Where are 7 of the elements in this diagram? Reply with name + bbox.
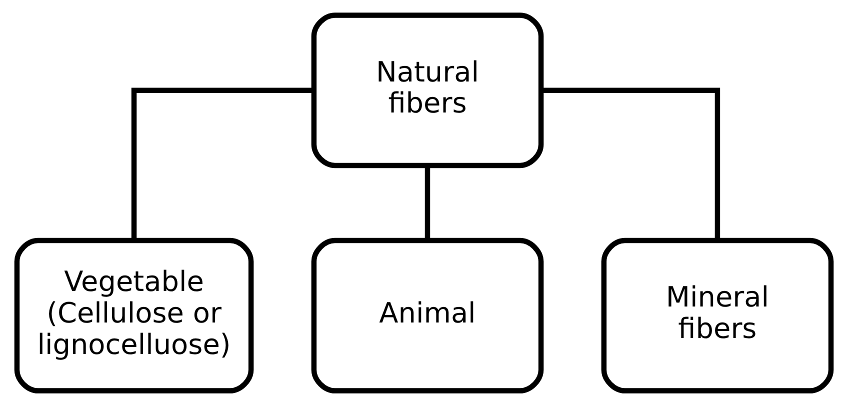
node-box: Natural fibers: [311, 12, 544, 168]
node-box: Mineral fibers: [601, 238, 834, 394]
connector: [424, 166, 430, 240]
connector: [541, 88, 720, 240]
node-box: Animal: [311, 238, 544, 394]
node-box: Vegetable (Cellulose or lignocelluose): [14, 238, 254, 394]
connector: [131, 88, 314, 240]
